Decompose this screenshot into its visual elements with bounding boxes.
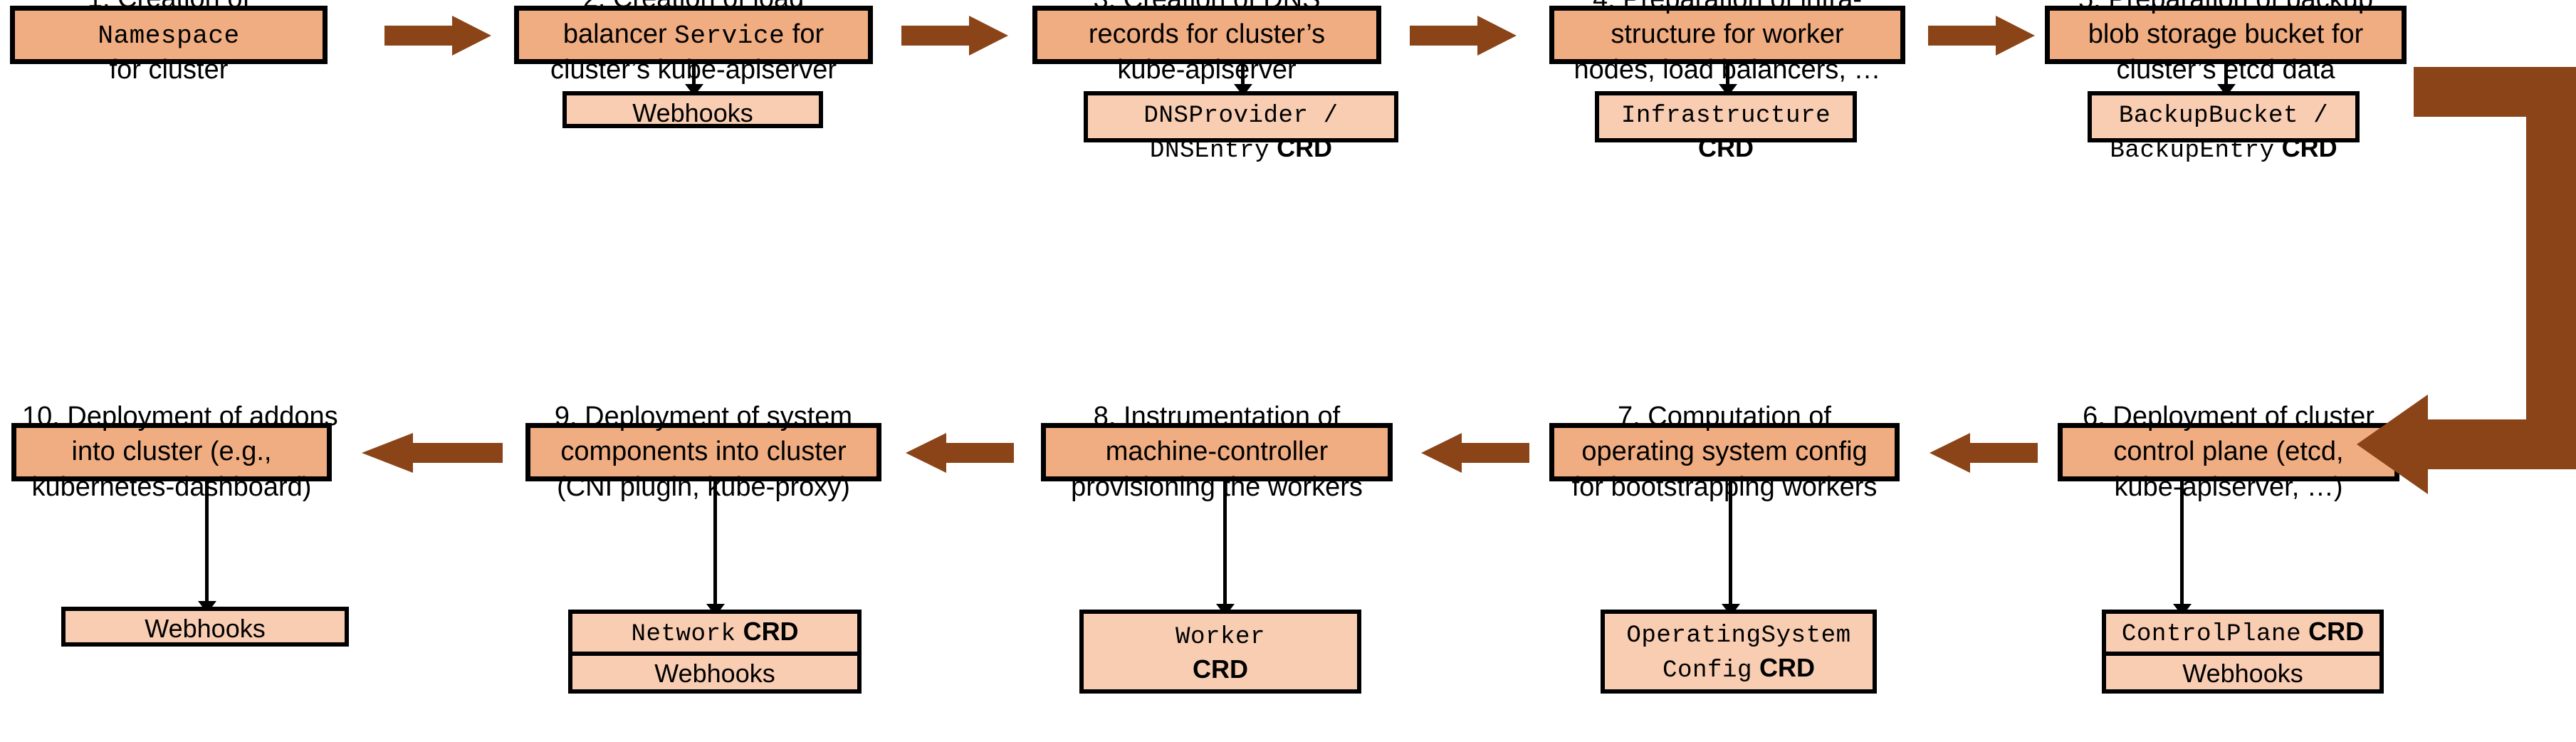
step-box-4[interactable]: 4. Preparation of infra-structure for wo… xyxy=(1549,0,1905,85)
connector-line-step3 xyxy=(1241,64,1245,87)
connector-line-step10 xyxy=(205,481,209,604)
sub-box-row: ControlPlane CRD xyxy=(2106,614,2379,656)
sub-row-label: Webhooks xyxy=(654,658,775,688)
connector-line-step7 xyxy=(1729,481,1732,607)
sub-row-label: Webhooks xyxy=(2182,658,2303,688)
sub-box-dns-crd-step3[interactable]: DNSProvider /DNSEntry CRD xyxy=(1084,91,1398,164)
sub-box-controlplane-crd-step6[interactable]: ControlPlane CRD Webhooks xyxy=(2102,610,2384,694)
flow-arrow-3-to-4 xyxy=(1410,16,1517,56)
sub-box-webhooks-step10[interactable]: Webhooks xyxy=(61,607,349,647)
connector-line-step6 xyxy=(2180,481,2184,607)
sub-row-label: ControlPlane CRD xyxy=(2121,617,2365,648)
sub-box-row: Webhooks xyxy=(2106,656,2379,691)
flow-arrow-1-to-2 xyxy=(384,16,491,56)
sub-box-network-crd-step9[interactable]: Network CRD Webhooks xyxy=(568,610,862,694)
sub-box-row: Webhooks xyxy=(572,656,857,691)
step-box-3[interactable]: 3. Creation of DNSrecords for cluster’sk… xyxy=(1032,0,1381,85)
sub-box-row: Webhooks xyxy=(66,611,345,646)
step-box-5[interactable]: 5. Preparation of backupblob storage buc… xyxy=(2045,0,2407,85)
connector-line-step5 xyxy=(2224,64,2228,87)
sub-box-webhooks-step2[interactable]: Webhooks xyxy=(562,91,823,128)
sub-box-row: Network CRD xyxy=(572,614,857,656)
flow-arrow-9-to-10 xyxy=(362,433,503,473)
sub-row-label: Webhooks xyxy=(632,98,753,127)
sub-row-label: DNSProvider /DNSEntry CRD xyxy=(1143,103,1339,164)
flow-arrow-4-to-5 xyxy=(1928,16,2035,56)
step-box-1[interactable]: 1. Creation ofNamespacefor cluster xyxy=(10,0,328,85)
sub-row-label: Network CRD xyxy=(631,617,799,648)
flow-arrow-2-to-3 xyxy=(901,16,1008,56)
connector-line-step2 xyxy=(692,64,696,87)
sub-box-row: BackupBucket /BackupEntry CRD xyxy=(2092,95,2355,168)
sub-box-row: DNSProvider /DNSEntry CRD xyxy=(1088,95,1394,168)
sub-row-label: BackupBucket /BackupEntry CRD xyxy=(2110,103,2337,164)
flow-arrow-8-to-9 xyxy=(906,433,1014,473)
step-1-label: 1. Creation ofNamespacefor cluster xyxy=(88,0,250,85)
connector-line-step9 xyxy=(713,481,717,607)
flow-arrow-5-to-6-elbow xyxy=(2286,17,2576,507)
flow-arrow-6-to-7 xyxy=(1930,433,2038,473)
step-3-label: 3. Creation of DNSrecords for cluster’sk… xyxy=(1088,0,1326,85)
sub-box-row: Webhooks xyxy=(567,95,819,130)
flow-arrow-7-to-8 xyxy=(1421,433,1529,473)
connector-line-step4 xyxy=(1726,64,1729,87)
sub-box-backupbucket-crd-step5[interactable]: BackupBucket /BackupEntry CRD xyxy=(2088,91,2360,164)
connector-line-step8 xyxy=(1223,481,1227,607)
sub-row-label: Webhooks xyxy=(145,614,266,643)
